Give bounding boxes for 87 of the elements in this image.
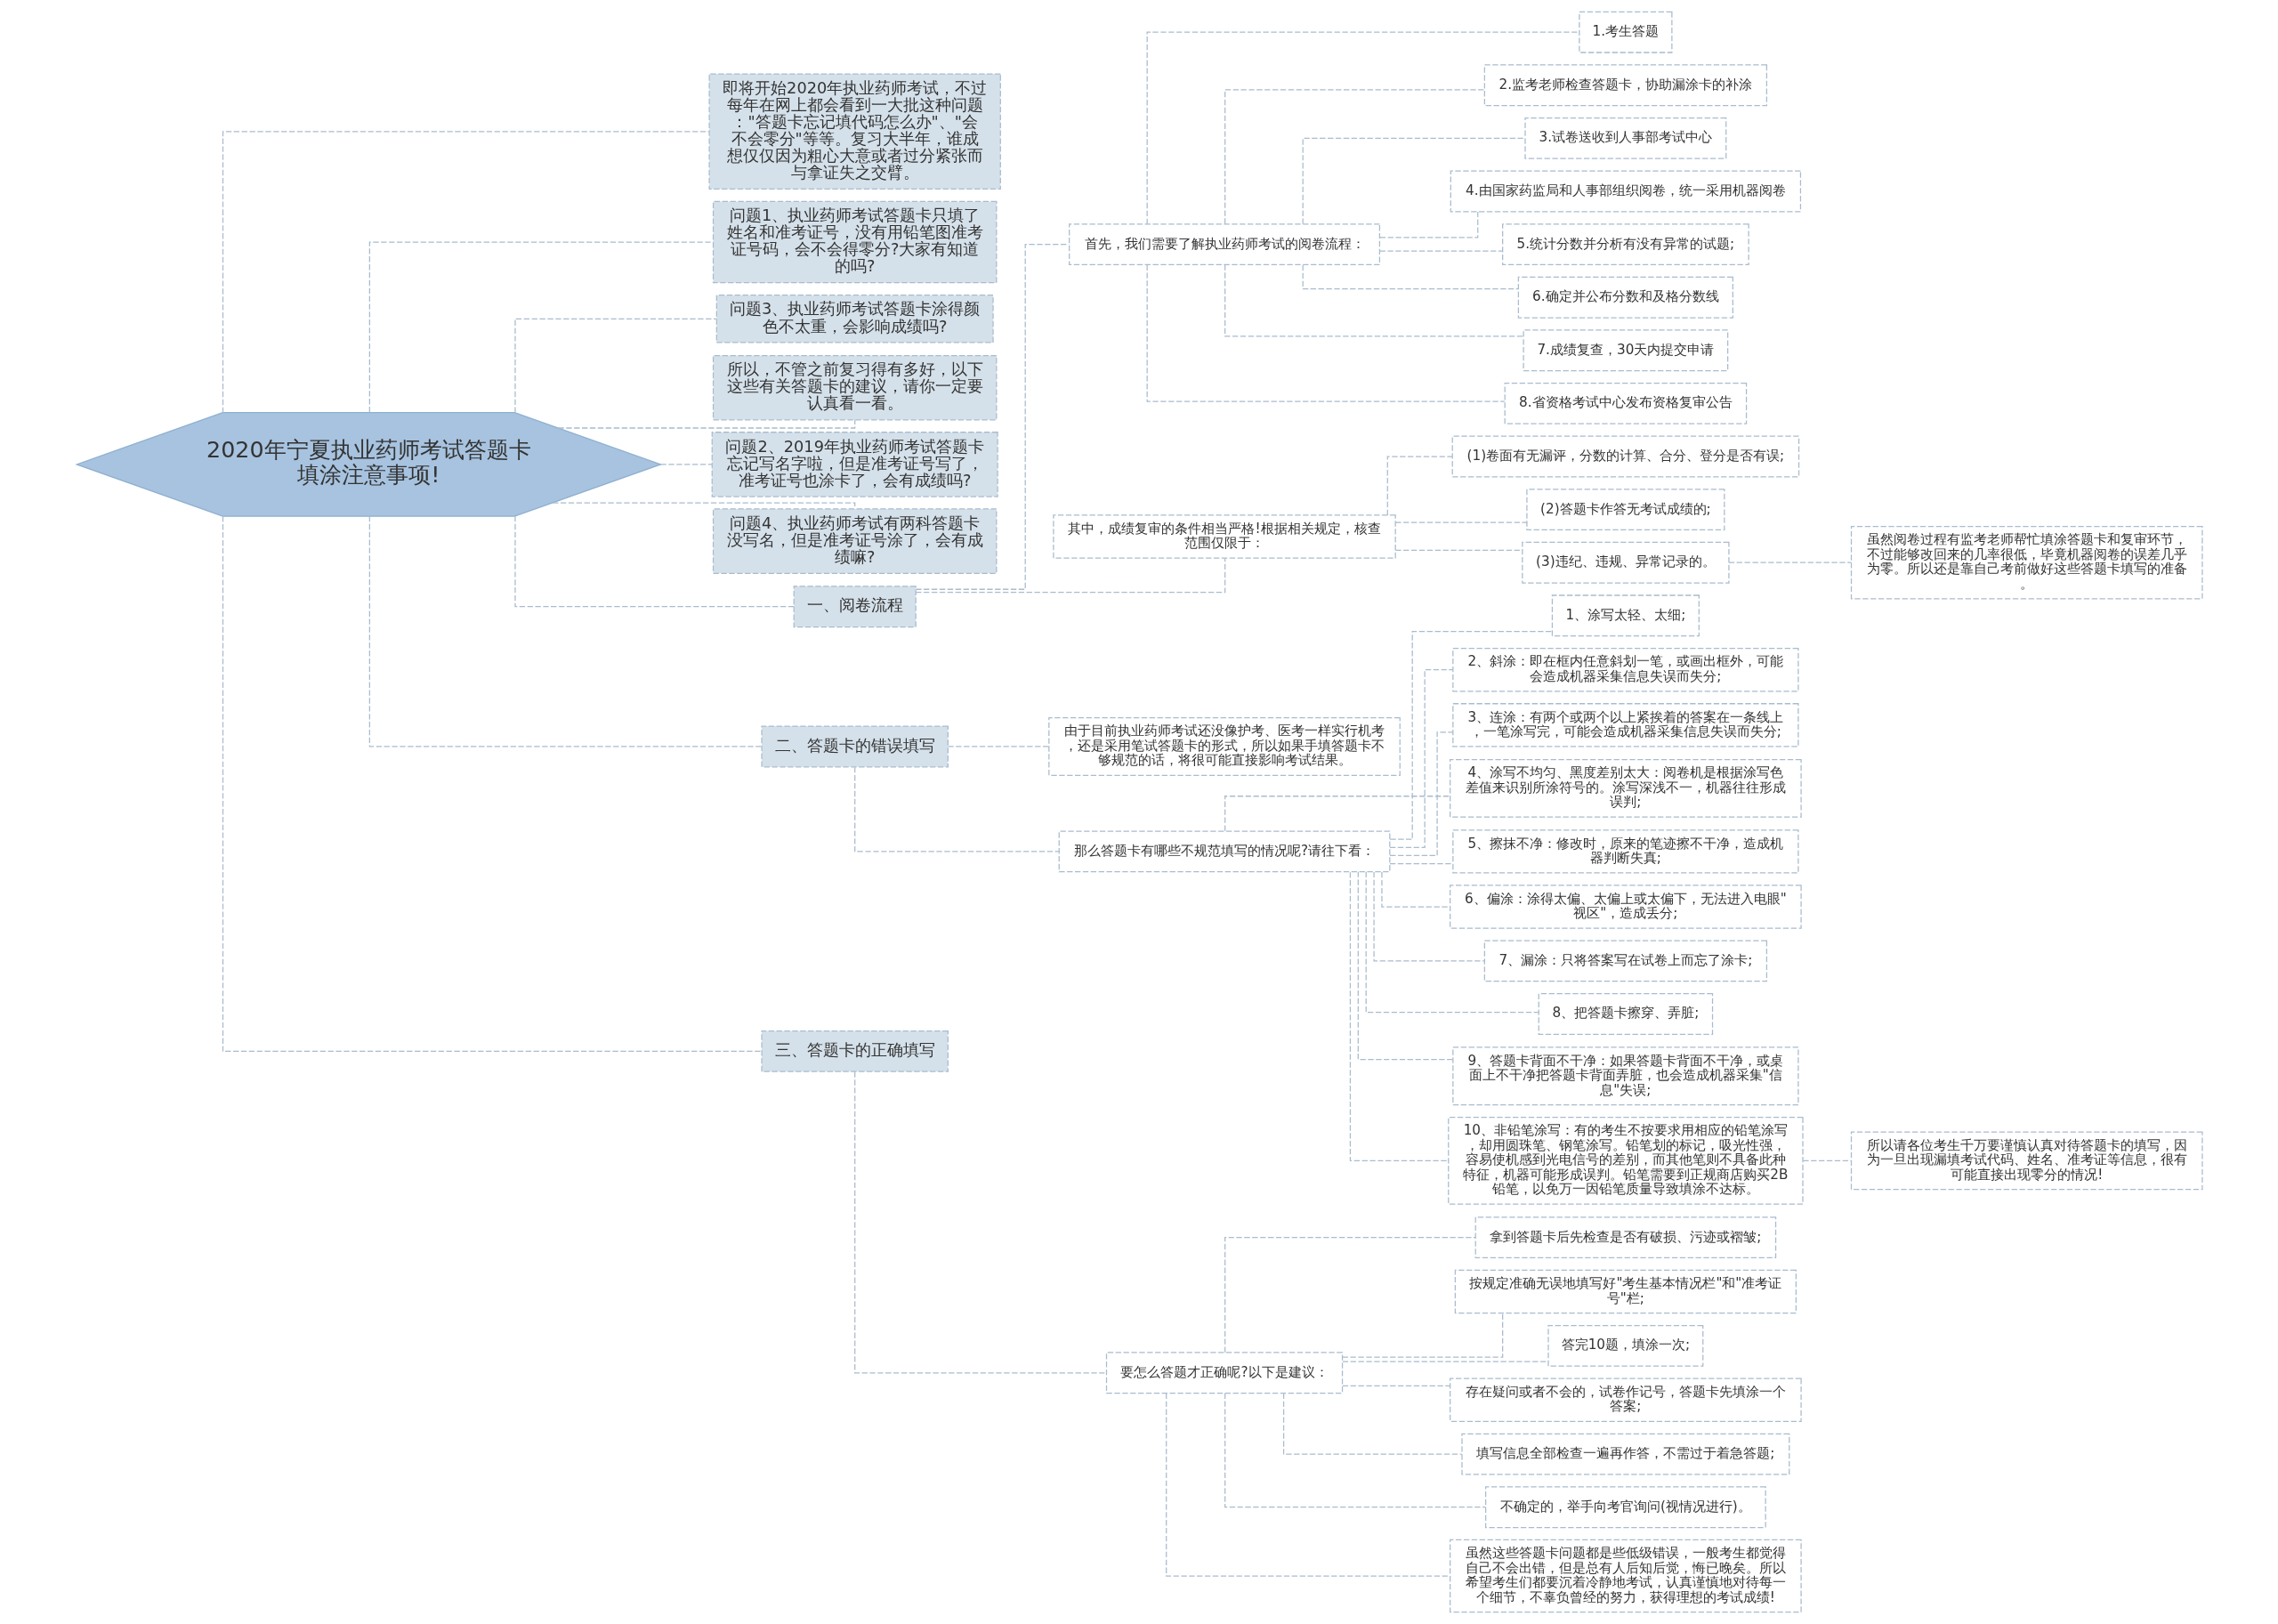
node-box: 那么答题卡有哪些不规范填写的情况呢?请往下看： — [1058, 830, 1390, 873]
node-box: (2)答题卡作答无考试成绩的; — [1525, 489, 1725, 531]
node-box: 三、答题卡的正确填写 — [760, 1030, 949, 1072]
connector — [1282, 1393, 1462, 1455]
connector — [853, 1071, 1107, 1374]
node-box: 问题4、执业药师考试有两科答题卡没写名，但是准考证号涂了，会有成绩嘛? — [712, 508, 997, 574]
node-box: 虽然阅卷过程有监考老师帮忙填涂答题卡和复审环节，不过能够改回来的几率很低，毕竟机器阅卷的误差几乎为零。所以还是靠自己考前做好这些答题卡填写的准备。 — [1850, 526, 2203, 600]
connector — [947, 746, 1049, 747]
connector — [222, 515, 763, 1052]
node-box: 9、答题卡背面不干净：如果答题卡背面不干净，或桌面上不干净把答题卡背面弄脏，也会造成机器采集"信息"失误; — [1451, 1046, 1799, 1106]
node-box: 一、阅卷流程 — [793, 586, 917, 628]
connector — [1389, 630, 1553, 840]
node-box: 其中，成绩复审的条件相当严格!根据相关规定，核查范围仅限于： — [1052, 514, 1396, 559]
connector — [1165, 1393, 1450, 1577]
connector — [853, 766, 1060, 852]
connector — [1372, 871, 1485, 962]
connector — [1357, 871, 1453, 1061]
connector — [1802, 1159, 1852, 1161]
connector — [1224, 1393, 1486, 1508]
connector — [1224, 1236, 1476, 1353]
node-box: 拿到答题卡后先检查是否有破损、污迹或褶皱; — [1474, 1216, 1776, 1259]
connector — [1349, 871, 1449, 1161]
node-box: 存在疑问或者不会的，试卷作记号，答题卡先填涂一个答案; — [1449, 1378, 1802, 1422]
node-box: 按规定准确无误地填写好"考生基本情况栏"和"准考证号"栏; — [1454, 1269, 1797, 1314]
node-box: 4、涂写不均匀、黑度差别太大：阅卷机是根据涂写色差值来识别所涂符号的。涂写深浅不一，机器往往形成误判; — [1449, 758, 1802, 818]
node-box: 1、涂写太轻、太细; — [1551, 594, 1700, 637]
node-box: 首先，我们需要了解执业药师考试的阅卷流程： — [1068, 223, 1380, 266]
node-box: 3.试卷送收到人事部考试中心 — [1523, 117, 1726, 159]
connector — [1341, 1385, 1450, 1386]
node-box: 2.监考老师检查答题卡，协助漏涂卡的补涂 — [1483, 64, 1767, 107]
connector — [1378, 211, 1478, 238]
node-box: 8.省资格考试中心发布资格复审公告 — [1504, 382, 1747, 424]
connector — [915, 557, 1225, 594]
node-box: 不确定的，举手向考官询问(视情况进行)。 — [1484, 1486, 1766, 1529]
connector — [1302, 137, 1525, 225]
node-box: 填写信息全部检查一遍再作答，不需过于着急答题; — [1460, 1433, 1789, 1475]
connector — [368, 241, 714, 413]
connector — [1146, 31, 1579, 225]
connector — [1224, 263, 1524, 337]
connector — [1394, 549, 1523, 551]
node-box: 问题3、执业药师考试答题卡涂得颜色不太重，会影响成绩吗? — [715, 295, 994, 343]
connector — [1302, 264, 1519, 290]
node-box: 答完10题，填涂一次; — [1547, 1324, 1703, 1367]
connector — [368, 515, 762, 747]
node-box: 5、擦抹不净：修改时，原来的笔迹擦不干净，造成机器判断失真; — [1451, 829, 1799, 874]
node-box: 所以请各位考生千万要谨慎认真对待答题卡的填写，因为一旦出现漏填考试代码、姓名、准考证等信息，很有可能直接出现零分的情况! — [1850, 1131, 2203, 1191]
connector — [1388, 669, 1453, 848]
connector — [1341, 1361, 1548, 1362]
node-box: 5.统计分数并分析有没有异常的试题; — [1501, 223, 1749, 266]
connector — [222, 131, 709, 414]
node-box: 要怎么答题才正确呢?以下是建议： — [1105, 1352, 1343, 1394]
node-box: 由于目前执业药师考试还没像护考、医考一样实行机考，还是采用笔试答题卡的形式，所以如果手填答题卡不够规范的话，将很可能直接影响考试结果。 — [1047, 716, 1401, 776]
node-box: (1)卷面有无漏评，分数的计算、合分、登分是否有误; — [1451, 435, 1799, 478]
connector — [1394, 521, 1527, 523]
connector — [659, 464, 713, 465]
connector — [1224, 796, 1450, 832]
connector — [557, 419, 855, 429]
connector — [1388, 731, 1453, 857]
node-box: 二、答题卡的错误填写 — [760, 725, 949, 768]
node-box: 2、斜涂：即在框内任意斜划一笔，或画出框外，可能会造成机器采集信息失误而失分; — [1451, 647, 1799, 692]
node-box: 8、把答题卡擦穿、弄脏; — [1538, 993, 1713, 1035]
node-box: 4.由国家药监局和人事部组织阅卷，统一采用机器阅卷 — [1450, 170, 1801, 213]
connector — [1224, 89, 1485, 225]
connector — [1380, 871, 1450, 908]
node-box: 6.确定并公布分数和及格分数线 — [1517, 276, 1733, 319]
node-box: 6、偏涂：涂得太偏、太偏上或太偏下，无法进入电眼"视区"，造成丢分; — [1449, 885, 1802, 929]
node-box: 虽然这些答题卡问题都是些低级错误，一般考生都觉得自己不会出错，但是总有人后知后觉，悔已晚矣。所以希望考生们都要沉着冷静地考试，认真谨慎地对待每一个细节，不辜负曾经的努力，获得理想的考试成绩! — [1449, 1539, 1802, 1613]
node-box: 即将开始2020年执业药师考试，不过每年在网上都会看到一大批这种问题："答题卡忘记填代码怎么办"、"会不会零分"等等。复习大半年，谁成想仅仅因为粗心大意或者过分紧张而与拿证失之交臂。 — [707, 73, 1001, 190]
node-box: 3、连涂：有两个或两个以上紧挨着的答案在一条线上，一笔涂写完，可能会造成机器采集信息失误而失分; — [1451, 703, 1799, 747]
node-box: 问题2、2019年执业药师考试答题卡忘记写名字啦，但是准考证号写了，准考证号也涂卡了，会有成绩吗? — [711, 432, 998, 497]
connector — [1146, 264, 1505, 402]
node-box: 问题1、执业药师考试答题卡只填了姓名和准考证号，没有用铅笔图准考证号码，会不会得零分?大家有知道的吗? — [712, 200, 997, 284]
connector — [915, 243, 1070, 590]
node-box: 1.考生答题 — [1578, 11, 1672, 53]
node-box: 7、漏涂：只将答案写在试卷上而忘了涂卡; — [1483, 940, 1767, 982]
node-box: 所以，不管之前复习得有多好，以下这些有关答题卡的建议，请你一定要认真看一看。 — [712, 354, 997, 421]
node-box: (3)违纪、违规、异常记录的。 — [1521, 541, 1730, 584]
node-box: 10、非铅笔涂写：有的考生不按要求用相应的铅笔涂写，却用圆珠笔、钢笔涂写。铅笔划的标记，吸光性强，容易使机感到光电信号的差别，而其他笔则不具备此种特征，机器可能形成误判。铅笔需要到正规商店购买2B铅笔，以免万一因铅笔质量导致填涂不达标。 — [1447, 1116, 1804, 1205]
connector — [513, 318, 717, 414]
connector — [1365, 871, 1539, 1014]
connector — [1727, 562, 1852, 563]
connector — [513, 515, 795, 608]
node-box: 7.成绩复查，30天内提交申请 — [1522, 329, 1728, 372]
connector — [1386, 456, 1453, 516]
connector — [1378, 250, 1503, 252]
connector — [1388, 862, 1453, 865]
connector — [1341, 1313, 1503, 1358]
